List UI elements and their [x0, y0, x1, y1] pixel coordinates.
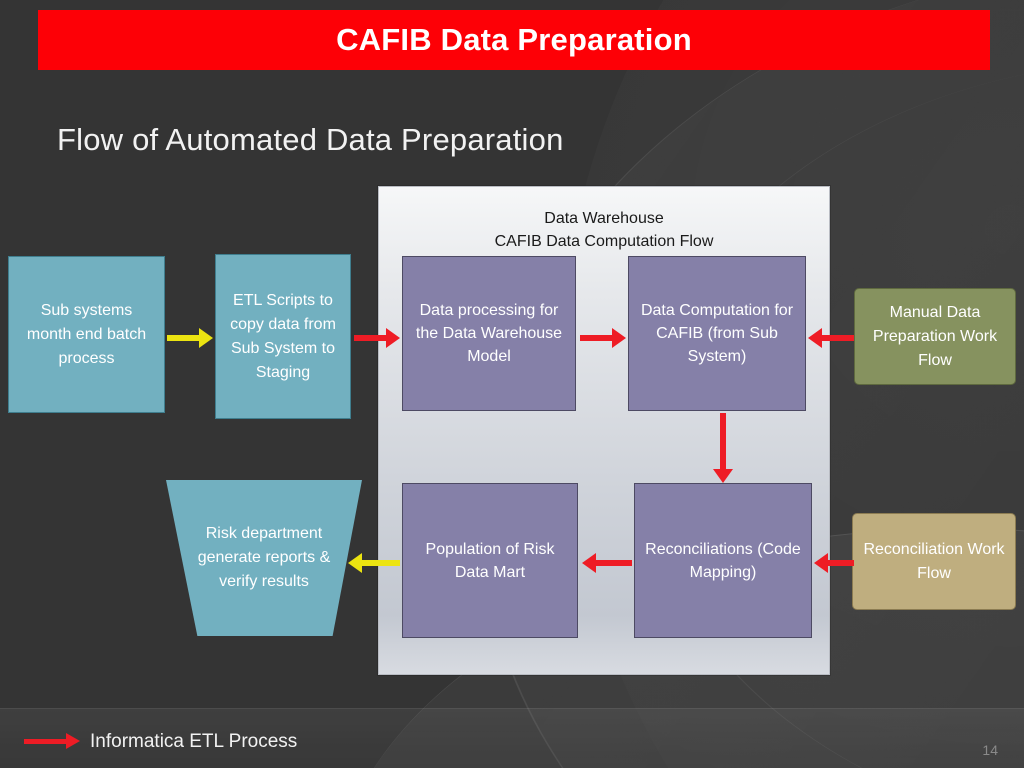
- page-number: 14: [982, 742, 998, 758]
- box-risk-department-label: Risk department generate reports & verif…: [197, 525, 331, 590]
- footer-band: [0, 708, 1024, 768]
- box-reconciliation-workflow[interactable]: Reconciliation Work Flow: [852, 513, 1016, 610]
- arrow-sub-systems-to-etl-icon: [167, 328, 213, 348]
- box-manual-data-preparation-label: Manual Data Preparation Work Flow: [872, 303, 998, 369]
- box-etl-scripts[interactable]: ETL Scripts to copy data from Sub System…: [215, 254, 351, 419]
- slide-subtitle: Flow of Automated Data Preparation: [57, 122, 564, 157]
- arrow-data-processing-to-computation-icon: [580, 328, 626, 348]
- arrow-computation-to-reconciliations-icon: [713, 413, 733, 483]
- arrow-population-to-risk-department-icon: [348, 553, 400, 573]
- legend-label: Informatica ETL Process: [90, 731, 298, 752]
- arrow-reconciliation-workflow-to-reconciliations-icon: [814, 553, 854, 573]
- box-sub-systems[interactable]: Sub systems month end batch process: [8, 256, 165, 413]
- box-sub-systems-label: Sub systems month end batch process: [26, 301, 147, 367]
- legend-arrow-icon: [24, 732, 80, 752]
- legend: Informatica ETL Process: [24, 731, 297, 753]
- data-warehouse-panel-title: Data Warehouse CAFIB Data Computation Fl…: [379, 207, 829, 253]
- box-risk-department[interactable]: Risk department generate reports & verif…: [166, 480, 362, 636]
- slide-title: CAFIB Data Preparation: [336, 22, 692, 57]
- arrow-reconciliations-to-population-icon: [582, 553, 632, 573]
- box-data-computation-label: Data Computation for CAFIB (from Sub Sys…: [640, 302, 794, 365]
- box-population-risk-data-mart[interactable]: Population of Risk Data Mart: [402, 483, 578, 638]
- arrow-etl-to-data-processing-icon: [354, 328, 400, 348]
- slide-title-bar: CAFIB Data Preparation: [38, 10, 990, 70]
- box-reconciliations-label: Reconciliations (Code Mapping): [645, 540, 801, 581]
- box-reconciliations[interactable]: Reconciliations (Code Mapping): [634, 483, 812, 638]
- box-manual-data-preparation-workflow[interactable]: Manual Data Preparation Work Flow: [854, 288, 1016, 385]
- panel-title-line-1: Data Warehouse: [544, 210, 664, 227]
- arrow-manual-workflow-to-computation-icon: [808, 328, 854, 348]
- box-population-label: Population of Risk Data Mart: [425, 540, 555, 581]
- box-data-processing[interactable]: Data processing for the Data Warehouse M…: [402, 256, 576, 411]
- panel-title-line-2: CAFIB Data Computation Flow: [494, 233, 714, 250]
- box-data-processing-label: Data processing for the Data Warehouse M…: [415, 302, 563, 365]
- box-reconciliation-workflow-label: Reconciliation Work Flow: [863, 540, 1005, 582]
- box-data-computation[interactable]: Data Computation for CAFIB (from Sub Sys…: [628, 256, 806, 411]
- box-etl-scripts-label: ETL Scripts to copy data from Sub System…: [230, 291, 336, 381]
